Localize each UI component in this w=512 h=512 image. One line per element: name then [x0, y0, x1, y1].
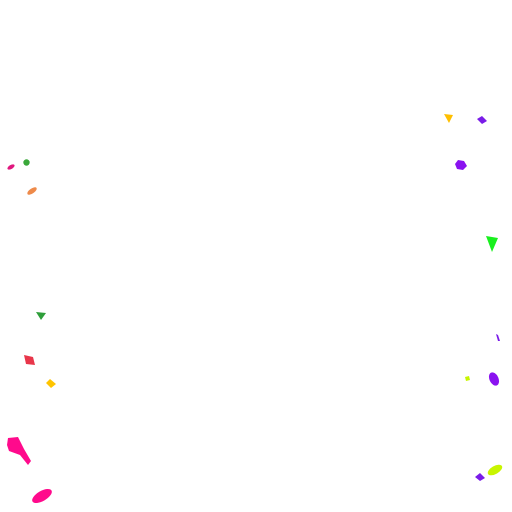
- red-diamond: [24, 355, 35, 365]
- pink-kite: [7, 437, 31, 465]
- gold-triangle: [444, 114, 453, 123]
- purple-quad-top: [477, 116, 487, 124]
- purple-oval: [488, 372, 500, 386]
- lime-ellipse: [487, 464, 503, 476]
- pink-ellipse: [32, 489, 52, 503]
- yellow-diamond: [46, 379, 56, 388]
- dark-green-triangle: [36, 312, 46, 320]
- lime-dot: [465, 376, 470, 381]
- green-dot: [23, 159, 30, 166]
- lime-green-triangle: [486, 236, 498, 252]
- orange-ellipse: [27, 187, 37, 195]
- purple-hexagon: [455, 160, 467, 170]
- purple-quad-bottom: [475, 473, 485, 481]
- purple-sliver: [496, 334, 500, 341]
- pink-small-ellipse: [7, 164, 15, 170]
